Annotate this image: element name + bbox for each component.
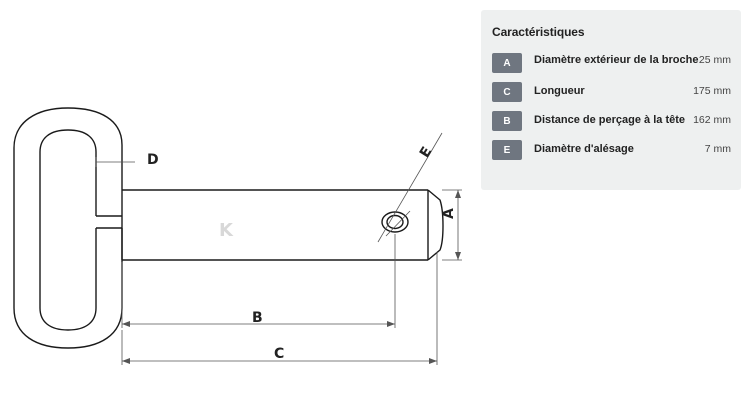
spec-value: 175 mm (693, 85, 731, 97)
spec-value: 7 mm (704, 143, 731, 155)
spec-value: 162 mm (693, 114, 731, 126)
spec-row-a: A Diamètre extérieur de la broche 25 mm (492, 53, 731, 73)
spec-badge: E (492, 140, 522, 160)
spec-badge: C (492, 82, 522, 102)
dimension-lines (95, 132, 462, 365)
hitch-pin-drawing: K D E A B C (13, 107, 462, 365)
label-b: B (252, 310, 263, 326)
spec-badge: B (492, 111, 522, 131)
spec-label: Distance de perçage à la tête (534, 114, 686, 126)
spec-label: Diamètre extérieur de la broche (534, 54, 699, 66)
spec-label: Longueur (534, 85, 585, 97)
spec-label: Diamètre d'alésage (534, 143, 634, 155)
spec-value: 25 mm (698, 54, 731, 66)
spec-card: Caractéristiques A Diamètre extérieur de… (481, 10, 741, 190)
label-c: C (274, 346, 284, 362)
label-e: E (417, 144, 436, 161)
label-d: D (147, 152, 159, 168)
spec-title: Caractéristiques (492, 25, 585, 39)
spec-row-b: B Distance de perçage à la tête 162 mm (492, 111, 731, 131)
spec-row-c: C Longueur 175 mm (492, 82, 731, 102)
spec-badge: A (492, 53, 522, 73)
watermark-logo: K (219, 220, 234, 241)
label-a: A (441, 208, 457, 219)
dimension-arrows (122, 190, 461, 364)
spec-row-e: E Diamètre d'alésage 7 mm (492, 140, 731, 160)
